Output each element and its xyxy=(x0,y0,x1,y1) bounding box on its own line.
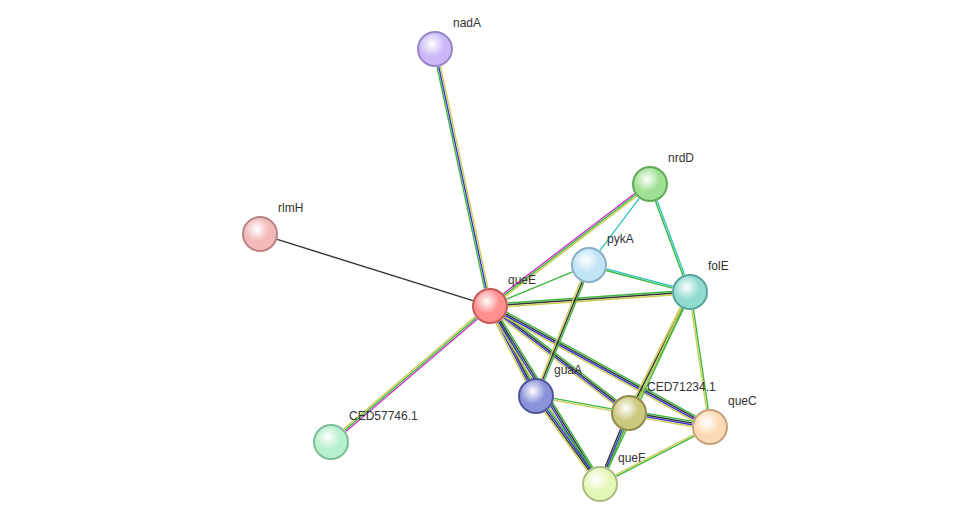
evidence-line xyxy=(545,412,588,471)
evidence-line xyxy=(440,66,487,288)
protein-node: queF xyxy=(582,466,618,502)
node-label: queF xyxy=(618,451,645,465)
protein-node: pykA xyxy=(571,247,607,283)
evidence-line xyxy=(345,318,477,431)
evidence-line xyxy=(544,282,583,380)
interaction-edge xyxy=(616,435,695,477)
interaction-edge xyxy=(437,66,488,289)
node-label: guaA xyxy=(554,363,582,377)
evidence-line xyxy=(607,269,673,287)
node-label: queC xyxy=(728,394,757,408)
evidence-line xyxy=(647,417,693,425)
evidence-line xyxy=(505,315,693,419)
evidence-line xyxy=(507,272,573,299)
protein-node: queE xyxy=(472,288,508,324)
protein-node: nadA xyxy=(417,31,453,67)
evidence-line xyxy=(616,436,694,476)
evidence-line xyxy=(554,398,612,409)
evidence-line xyxy=(508,295,672,306)
node-label: nrdD xyxy=(668,151,694,165)
interaction-edge xyxy=(344,316,478,431)
interaction-edge xyxy=(646,414,692,427)
evidence-line xyxy=(505,317,693,421)
interaction-edge xyxy=(277,239,473,300)
evidence-line xyxy=(646,419,692,427)
evidence-line xyxy=(344,316,476,429)
evidence-line xyxy=(554,400,612,411)
evidence-line xyxy=(616,435,694,475)
evidence-line xyxy=(657,201,684,275)
evidence-line xyxy=(346,319,478,432)
evidence-line xyxy=(543,282,582,380)
evidence-line xyxy=(504,195,635,295)
interaction-edge xyxy=(692,310,708,410)
interaction-edge xyxy=(655,201,684,276)
interaction-edge xyxy=(600,198,639,250)
evidence-line xyxy=(439,67,486,289)
evidence-line xyxy=(600,198,639,250)
protein-node: nrdD xyxy=(632,166,668,202)
interaction-edge xyxy=(497,320,592,470)
evidence-line xyxy=(437,67,484,289)
interaction-edge xyxy=(545,409,592,471)
protein-node: queC xyxy=(692,409,728,445)
node-label: CED57746.1 xyxy=(349,409,418,423)
interaction-edge xyxy=(554,398,612,410)
evidence-line xyxy=(505,196,636,296)
evidence-line xyxy=(508,293,672,304)
protein-node: guaA xyxy=(518,378,554,414)
node-label: pykA xyxy=(607,232,634,246)
evidence-line xyxy=(655,201,682,275)
protein-node: CED71234.1 xyxy=(611,395,647,431)
node-label: CED71234.1 xyxy=(647,380,716,394)
evidence-line xyxy=(692,310,707,409)
evidence-line xyxy=(502,320,593,467)
protein-node: folE xyxy=(672,274,708,310)
interaction-edge xyxy=(508,292,672,307)
evidence-line xyxy=(503,194,634,294)
interaction-edge xyxy=(507,272,573,299)
node-label: rlmH xyxy=(278,201,303,215)
evidence-line xyxy=(507,312,695,416)
node-label: folE xyxy=(708,259,729,273)
evidence-line xyxy=(500,321,591,468)
interaction-edge xyxy=(503,194,636,297)
evidence-line xyxy=(277,239,473,300)
evidence-line xyxy=(546,411,589,470)
evidence-line xyxy=(506,314,694,418)
protein-node: CED57746.1 xyxy=(313,424,349,460)
protein-node: rlmH xyxy=(242,216,278,252)
evidence-line xyxy=(693,310,708,409)
interaction-edge xyxy=(505,312,696,420)
node-label: queE xyxy=(508,273,536,287)
evidence-line xyxy=(606,270,672,288)
evidence-line xyxy=(547,410,590,469)
interaction-edge xyxy=(606,269,673,288)
evidence-line xyxy=(549,409,592,468)
interaction-edge xyxy=(541,281,584,380)
node-label: nadA xyxy=(453,16,481,30)
